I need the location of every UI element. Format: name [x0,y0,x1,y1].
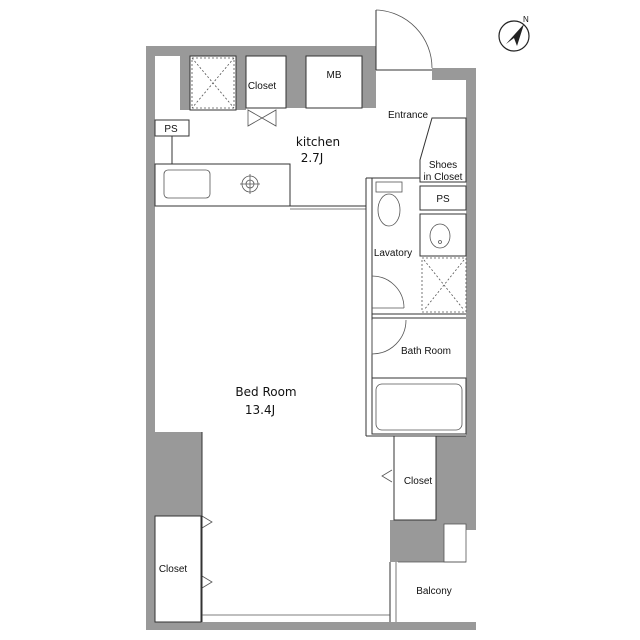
balcony-label: Balcony [416,586,452,597]
ps-left-label: PS [164,124,178,135]
lavatory-label: Lavatory [374,248,412,259]
kitchen-size-label: 2.7J [301,151,324,165]
outer-walls [146,46,476,630]
shoes-closet-label: Shoes [429,160,457,171]
interior-lines [154,9,467,623]
mb-label: MB [327,70,342,81]
closet-bottom-label: Closet [159,564,188,575]
shoes-closet-label-line2: in Closet [424,172,463,183]
north-label: N [523,15,529,24]
kitchen-label: kitchen [296,135,340,149]
bed-room-size-label: 13.4J [245,403,275,417]
compass-icon: N [498,15,530,52]
closet-top-label: Closet [248,81,277,92]
ps-right-label: PS [436,194,450,205]
bed-room-label: Bed Room [235,385,296,399]
closet-right-label: Closet [404,476,433,487]
entrance-label: Entrance [388,110,428,121]
bath-room-label: Bath Room [401,346,451,357]
